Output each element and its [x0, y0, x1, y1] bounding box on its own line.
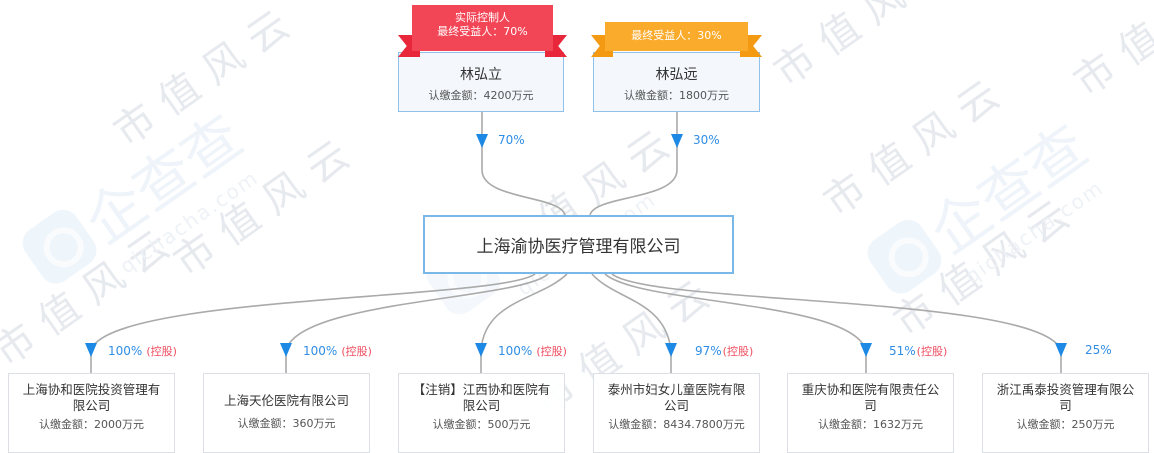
beneficiary-ribbon: 最终受益人：30% [591, 22, 762, 57]
link-child-5 [604, 273, 867, 373]
investee-node[interactable]: 【注销】江西协和医院有限公司 认缴金额：500万元 [398, 373, 565, 453]
ribbon-label-beneficiary: 最终受益人：30% [631, 29, 722, 42]
arrow-down-icon [860, 343, 872, 357]
arrow-down-icon [671, 134, 683, 148]
investment-percent: 51%(控股) [889, 344, 948, 358]
link-shareholder-1 [481, 112, 566, 216]
subscribed-amount: 认缴金额：8434.7800万元 [608, 418, 745, 431]
investee-name[interactable]: 上海协和医院投资管理有限公司 [22, 382, 161, 413]
control-tag: (控股) [916, 345, 948, 358]
subscribed-amount: 认缴金额：500万元 [432, 418, 531, 431]
subscribed-amount: 认缴金额：1632万元 [818, 418, 923, 431]
subscribed-amount: 认缴金额：4200万元 [428, 89, 534, 102]
arrow-down-icon [665, 343, 677, 357]
investee-node[interactable]: 上海协和医院投资管理有限公司 认缴金额：2000万元 [8, 373, 175, 453]
ribbon-label-controller: 实际控制人 [455, 11, 510, 24]
investment-percent: 97%(控股) [695, 344, 754, 358]
link-shareholder-2 [589, 112, 678, 216]
investee-node[interactable]: 重庆协和医院有限责任公司 认缴金额：1632万元 [787, 373, 954, 453]
subscribed-amount: 认缴金额：2000万元 [39, 418, 144, 431]
company-name[interactable]: 上海渝协医疗管理有限公司 [476, 237, 681, 257]
investee-node[interactable]: 泰州市妇女儿童医院有限公司 认缴金额：8434.7800万元 [593, 373, 760, 453]
control-tag: (控股) [722, 345, 754, 358]
investee-name[interactable]: 上海天伦医院有限公司 [223, 393, 349, 408]
investee-node[interactable]: 上海天伦医院有限公司 认缴金额：360万元 [203, 373, 370, 453]
investment-percent: 100%(控股) [303, 344, 372, 358]
investee-name[interactable]: 【注销】江西协和医院有限公司 [412, 382, 551, 413]
investment-percent: 100%(控股) [108, 344, 177, 358]
arrow-down-icon [476, 134, 488, 148]
investee-node[interactable]: 浙江禹泰投资管理有限公司 认缴金额：250万元 [982, 373, 1149, 453]
link-child-6 [611, 273, 1062, 373]
link-child-4 [591, 273, 672, 373]
shareholding-percent: 30% [693, 133, 720, 147]
arrow-down-icon [85, 343, 97, 357]
shareholder-node[interactable]: 林弘远 认缴金额：1800万元 [593, 52, 760, 112]
ribbon-label-beneficiary: 最终受益人：70% [437, 25, 528, 38]
investee-name[interactable]: 泰州市妇女儿童医院有限公司 [607, 382, 746, 413]
control-tag: (控股) [536, 345, 567, 358]
shareholder-node[interactable]: 林弘立 认缴金额：4200万元 [398, 52, 564, 112]
control-tag: (控股) [341, 345, 372, 358]
arrow-down-icon [475, 343, 487, 357]
investee-name[interactable]: 重庆协和医院有限责任公司 [801, 382, 940, 413]
investment-percent: 25% [1085, 343, 1112, 357]
investee-name[interactable]: 浙江禹泰投资管理有限公司 [996, 382, 1135, 413]
investment-percent: 100%(控股) [498, 344, 567, 358]
arrow-down-icon [280, 343, 292, 357]
subscribed-amount: 认缴金额：1800万元 [624, 89, 729, 102]
control-tag: (控股) [146, 345, 177, 358]
company-node[interactable]: 上海渝协医疗管理有限公司 [423, 215, 734, 274]
shareholder-name[interactable]: 林弘远 [655, 67, 698, 83]
link-child-2 [285, 273, 549, 373]
arrow-down-icon [1055, 343, 1067, 357]
shareholder-name[interactable]: 林弘立 [460, 67, 502, 83]
subscribed-amount: 认缴金额：360万元 [237, 417, 336, 430]
actual-controller-ribbon: 实际控制人 最终受益人：70% [398, 5, 567, 57]
shareholding-percent: 70% [498, 133, 525, 147]
subscribed-amount: 认缴金额：250万元 [1016, 418, 1115, 431]
